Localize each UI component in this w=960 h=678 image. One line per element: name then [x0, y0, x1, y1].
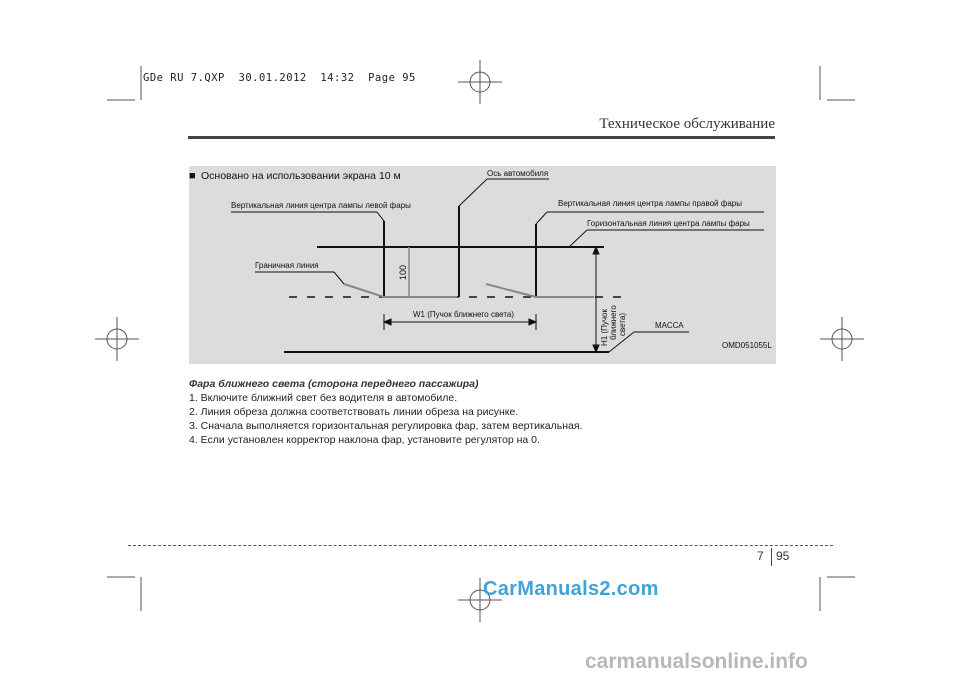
print-header: GDe RU 7.QXP 30.01.2012 14:32 Page 95	[143, 72, 416, 84]
headlamp-aiming-diagram: ■ Основано на использовании экрана 10 м	[189, 166, 776, 364]
boundary-line-label: Граничная линия	[255, 261, 319, 270]
vehicle-axis-label: Ось автомобиля	[487, 169, 548, 178]
lamp-horizontal-label: Горизонтальная линия центра лампы фары	[587, 219, 750, 228]
mass-leader	[608, 331, 635, 353]
figure-code: OMD051055L	[722, 341, 772, 350]
page-number: 95	[776, 549, 790, 563]
h1-label-line1: H1 (Пучок	[600, 309, 609, 346]
instruction-step-3: 3. Сначала выполняется горизонтальная ре…	[189, 420, 583, 432]
footer-rule	[128, 545, 833, 546]
figure-title-bullet: ■	[189, 170, 196, 182]
instruction-step-1: 1. Включите ближний свет без водителя в …	[189, 392, 458, 404]
watermark-carmanuals2: CarManuals2.com	[483, 578, 659, 600]
registration-mark-left	[95, 317, 139, 361]
right-lamp-leader	[535, 211, 548, 225]
right-lamp-vertical-label: Вертикальная линия центра лампы правой ф…	[558, 199, 742, 208]
registration-mark-bottom	[458, 578, 502, 622]
instruction-step-4: 4. Если установлен корректор наклона фар…	[189, 434, 540, 446]
registration-mark-right	[820, 317, 864, 361]
h1-label-line3: света)	[618, 313, 627, 336]
figure-caption: Фара ближнего света (сторона переднего п…	[189, 378, 479, 390]
vehicle-axis-leader	[458, 178, 488, 207]
lamp-horizontal-leader	[568, 229, 588, 248]
mass-label: МАССА	[655, 321, 684, 330]
section-title: Техническое обслуживание	[599, 116, 775, 132]
left-lamp-vertical-label: Вертикальная линия центра лампы левой фа…	[231, 201, 411, 210]
offset-100-label: 100	[398, 265, 408, 280]
cutoff-line-right-slope	[485, 283, 537, 298]
registration-mark-top	[458, 60, 502, 104]
header-rule	[188, 136, 775, 139]
instruction-step-2: 2. Линия обреза должна соответствовать л…	[189, 406, 519, 418]
watermark-carmanualsonline: carmanualsonline.info	[585, 650, 808, 673]
figure-title: Основано на использовании экрана 10 м	[201, 170, 401, 182]
w1-label: W1 (Пучок ближнего света)	[413, 310, 514, 319]
cutoff-line-left-slope	[343, 283, 385, 298]
h1-label-line2: ближнего	[609, 305, 618, 340]
page-number-divider	[771, 548, 772, 566]
chapter-number: 7	[757, 549, 764, 563]
